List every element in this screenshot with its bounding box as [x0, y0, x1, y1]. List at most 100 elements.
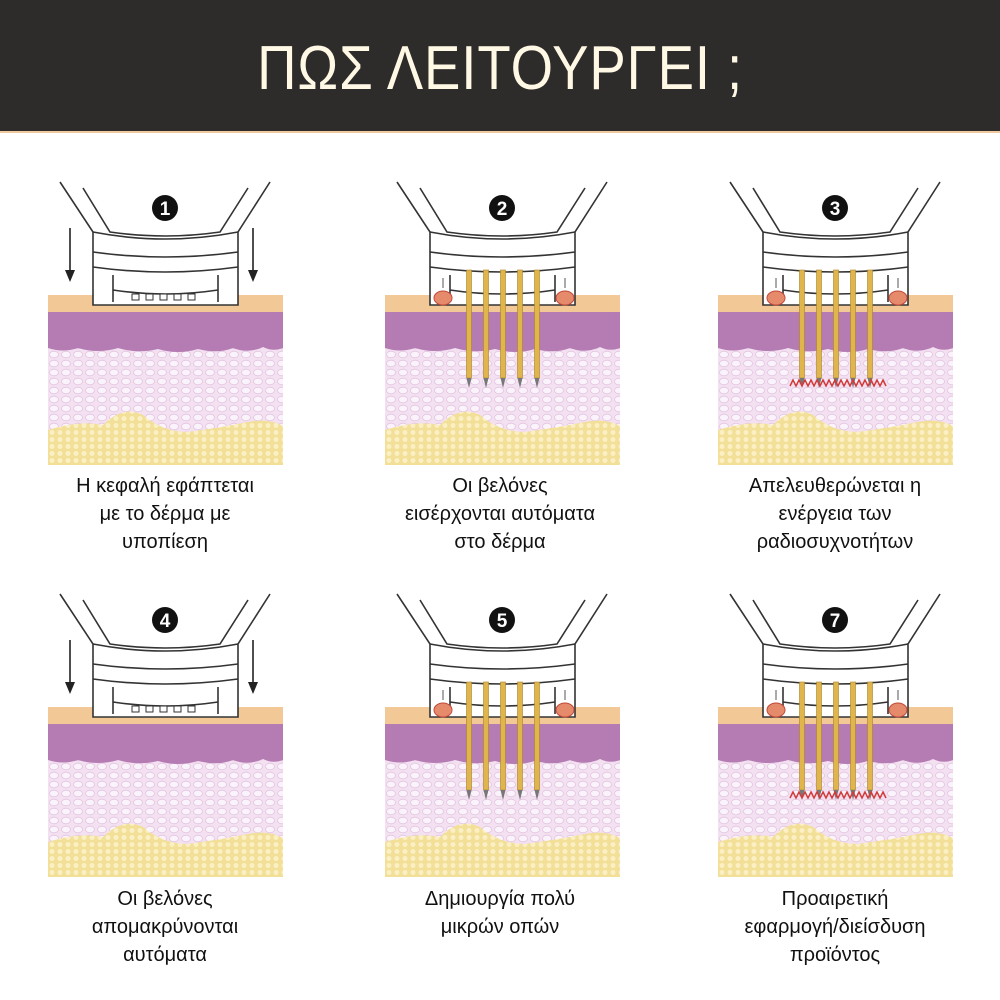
step-number-badge — [489, 195, 515, 221]
handpiece-inner-line — [752, 187, 919, 237]
microneedle — [867, 269, 873, 379]
handpiece-curve — [92, 643, 239, 652]
electrode-pad — [159, 293, 168, 301]
needle-tip — [850, 378, 856, 388]
arrow-head-icon — [248, 682, 258, 694]
caption-line: μικρών οπών — [440, 916, 560, 938]
electrode-pad — [187, 293, 196, 301]
suction-bump — [766, 702, 786, 718]
microneedle — [867, 681, 873, 791]
microneedle — [483, 269, 489, 379]
microneedle — [799, 681, 805, 791]
microneedle — [534, 269, 540, 379]
caption-line: Προαιρετική — [781, 888, 889, 910]
fat-layer — [385, 823, 620, 877]
microneedle — [534, 681, 540, 791]
caption-line: ενέργεια των — [778, 503, 892, 525]
arrow-head-icon — [248, 270, 258, 282]
handpiece-band-top — [429, 663, 576, 670]
fat-layer — [48, 411, 283, 465]
page-title: ΠΩΣ ΛΕΙΤΟΥΡΓΕΙ ; — [257, 34, 743, 103]
needle-tip — [534, 790, 540, 800]
step-4-illustration: 4 — [48, 582, 288, 882]
skin-diagram: 3 — [718, 181, 953, 465]
handpiece-inner-line — [82, 599, 249, 649]
skin-diagram: 5 — [385, 593, 620, 877]
needle-tip — [483, 790, 489, 800]
step-number-badge — [822, 195, 848, 221]
suction-bump — [766, 290, 786, 306]
step-number-badge — [152, 607, 178, 633]
suction-bump — [555, 290, 575, 306]
step-3-illustration: 3 — [718, 170, 958, 470]
caption-line: Απελευθερώνεται η — [748, 475, 922, 497]
needle-tip — [850, 790, 856, 800]
step-number: 4 — [160, 611, 171, 632]
handpiece-band-top — [762, 663, 909, 670]
handpiece-curve — [92, 231, 239, 240]
caption-line: εφαρμογή/διείσδυση — [744, 916, 926, 938]
microneedle — [466, 269, 472, 379]
rf-energy-zigzag — [789, 790, 887, 800]
step-number: 7 — [830, 611, 841, 632]
suction-bump — [888, 290, 908, 306]
microneedle — [517, 681, 523, 791]
caption-line: απομακρύνονται — [91, 916, 239, 938]
microneedle — [816, 269, 822, 379]
handpiece-band-top — [92, 251, 239, 258]
handpiece-outline — [59, 181, 271, 306]
suction-bump — [433, 290, 453, 306]
rf-energy-zigzag — [789, 378, 887, 388]
handpiece-band-top — [762, 251, 909, 258]
microneedle — [500, 681, 506, 791]
needle-tip — [500, 378, 506, 388]
microneedle — [833, 681, 839, 791]
handpiece-inner-line — [82, 187, 249, 237]
step-number: 2 — [497, 199, 508, 220]
step-2-illustration: 2 — [385, 170, 625, 470]
caption-line: προϊόντος — [789, 944, 881, 966]
dermis-layer — [48, 310, 283, 352]
needle-tip — [517, 378, 523, 388]
electrode-pad — [145, 705, 154, 713]
electrode-pad — [187, 705, 196, 713]
suction-bump — [555, 702, 575, 718]
needle-tip — [799, 790, 805, 800]
handpiece-curve — [429, 231, 576, 240]
handpiece-curve — [762, 643, 909, 652]
needle-tip — [466, 790, 472, 800]
handpiece-inner-line — [752, 599, 919, 649]
step-4-caption: Οι βελόνες απομακρύνονται αυτόματα — [15, 885, 315, 969]
arrow-head-icon — [65, 270, 75, 282]
needle-tip — [483, 378, 489, 388]
microneedle — [500, 269, 506, 379]
step-1-illustration: 1 — [48, 170, 288, 470]
microneedle — [466, 681, 472, 791]
electrode-pad — [159, 705, 168, 713]
microneedle — [517, 269, 523, 379]
step-7-illustration: 7 — [718, 582, 958, 882]
fat-layer — [718, 411, 953, 465]
handpiece-band-bottom — [92, 266, 239, 273]
needle-tip — [799, 378, 805, 388]
microneedle — [799, 269, 805, 379]
step-number: 1 — [160, 199, 171, 220]
handpiece — [59, 181, 271, 306]
caption-line: Η κεφαλή εφάπτεται — [76, 475, 254, 497]
header-banner: ΠΩΣ ΛΕΙΤΟΥΡΓΕΙ ; — [0, 0, 1000, 133]
fat-layer — [385, 411, 620, 465]
caption-line: Οι βελόνες — [117, 888, 213, 910]
arrow-head-icon — [65, 682, 75, 694]
step-number: 3 — [830, 199, 841, 220]
step-number: 5 — [497, 611, 508, 632]
handpiece-curve — [762, 231, 909, 240]
dermis-layer — [48, 722, 283, 764]
microneedle — [850, 269, 856, 379]
electrode-pad — [131, 705, 140, 713]
caption-line: αυτόματα — [123, 944, 207, 966]
handpiece-band-bottom — [92, 678, 239, 685]
skin-diagram: 1 — [48, 181, 283, 465]
